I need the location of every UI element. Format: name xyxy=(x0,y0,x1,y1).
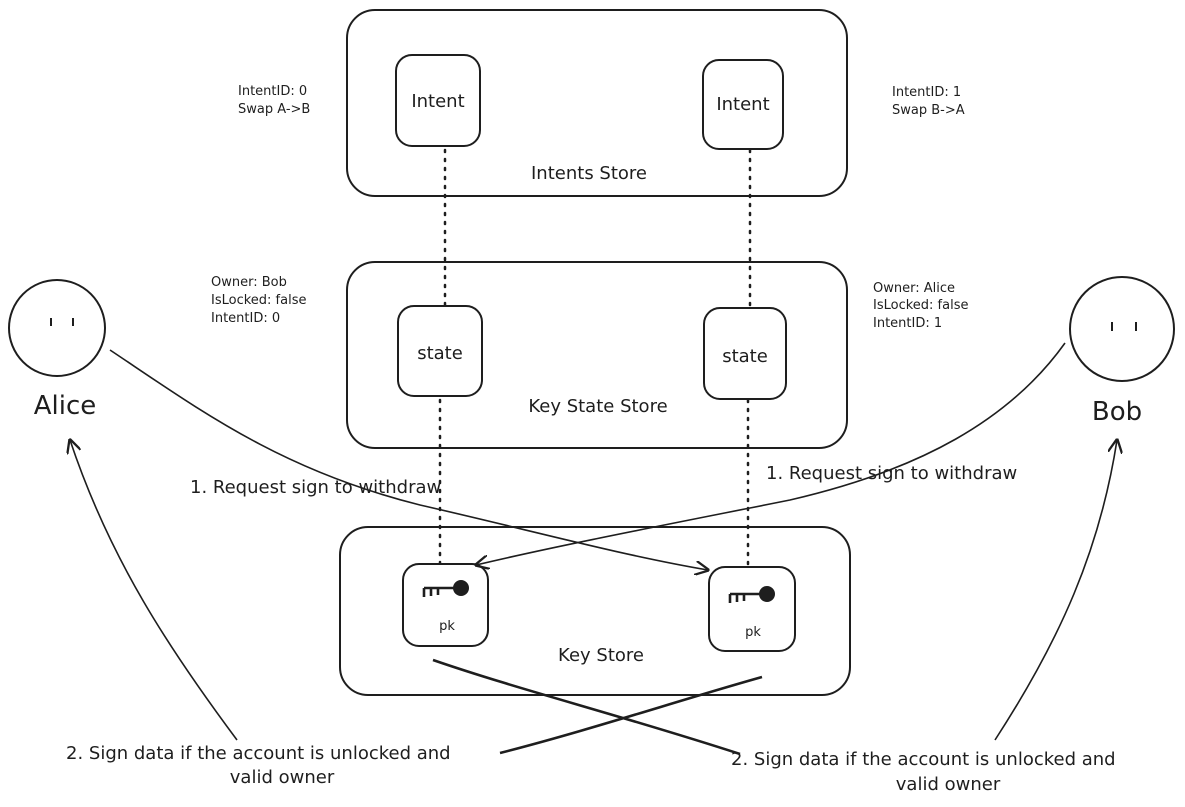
key-icon xyxy=(422,580,469,597)
key-store-label: Key Store xyxy=(558,645,644,666)
pk-card-left xyxy=(402,563,489,647)
state-card-left xyxy=(397,305,483,397)
key-state-store-label: Key State Store xyxy=(528,396,667,417)
intents-store-box xyxy=(346,9,848,197)
left-pk-sign-line xyxy=(432,658,741,756)
intent-card-label-left: Intent xyxy=(411,91,464,112)
sign-return-arrow-alice xyxy=(70,440,238,741)
bob-request-label: 1. Request sign to withdraw xyxy=(766,463,1017,484)
intent0-id-text: IntentID: 0 xyxy=(238,84,307,99)
state-card-right xyxy=(703,307,787,400)
state-right-owner-text: Owner: Alice xyxy=(873,281,955,296)
key-icon xyxy=(728,586,775,603)
intent1-id-text: IntentID: 1 xyxy=(892,85,961,100)
intent-card-left xyxy=(395,54,481,147)
right-sign-label-line1: 2. Sign data if the account is unlocked … xyxy=(731,749,1116,770)
intent-card-right xyxy=(702,59,784,150)
right-sign-label-line2: valid owner xyxy=(896,774,1001,795)
pk-label-left: pk xyxy=(439,619,455,634)
alice-request-label: 1. Request sign to withdraw xyxy=(190,477,441,498)
key-state-store-box xyxy=(346,261,848,449)
intents-store-label: Intents Store xyxy=(531,163,647,184)
intent-card-label-right: Intent xyxy=(716,94,769,115)
intent0-swap-text: Swap A->B xyxy=(238,102,310,117)
alice-request-arrow xyxy=(109,349,708,570)
state-left-owner-text: Owner: Bob xyxy=(211,275,287,290)
state-card-label-right: state xyxy=(722,346,768,367)
state-card-label-left: state xyxy=(417,343,463,364)
right-pk-sign-line xyxy=(499,675,763,755)
left-sign-label-line2: valid owner xyxy=(230,767,335,788)
left-sign-label-line1: 2. Sign data if the account is unlocked … xyxy=(66,743,451,764)
key-store-box xyxy=(339,526,851,696)
sign-return-arrow-bob xyxy=(994,440,1117,741)
alice-label: Alice xyxy=(34,391,97,421)
state-left-intent-text: IntentID: 0 xyxy=(211,311,280,326)
pk-label-right: pk xyxy=(745,625,761,640)
bob-avatar xyxy=(1069,276,1175,382)
bob-label: Bob xyxy=(1092,397,1142,427)
state-right-intent-text: IntentID: 1 xyxy=(873,316,942,331)
pk-card-right xyxy=(708,566,796,652)
bob-request-arrow xyxy=(476,342,1066,565)
state-right-locked-text: IsLocked: false xyxy=(873,298,968,313)
state-left-locked-text: IsLocked: false xyxy=(211,293,306,308)
intent1-swap-text: Swap B->A xyxy=(892,103,965,118)
alice-avatar xyxy=(8,279,106,377)
